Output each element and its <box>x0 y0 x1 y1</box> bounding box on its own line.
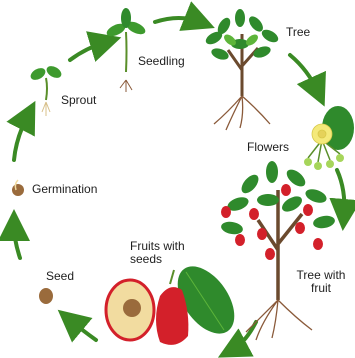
label-fruits-with-seeds: Fruits with seeds <box>130 240 210 266</box>
arrow-seed-to-germination <box>14 225 20 258</box>
sprout-illustration <box>29 64 64 116</box>
fruits-with-seeds-illustration <box>106 256 246 345</box>
arrow-seedling-to-tree <box>155 18 200 22</box>
flowers-illustration <box>304 106 354 170</box>
arrow-tree-to-flowers <box>290 55 318 92</box>
label-tree: Tree <box>286 26 310 39</box>
label-germination: Germination <box>32 183 97 196</box>
label-flowers: Flowers <box>247 141 289 154</box>
fruit-tree-illustration <box>220 161 336 340</box>
label-seedling: Seedling <box>138 55 185 68</box>
arrow-flowers-to-fruit <box>337 170 344 215</box>
arrow-fruitseeds-to-seed <box>70 320 96 340</box>
label-tree-with-fruit: Tree with fruit <box>290 269 352 295</box>
germination-illustration <box>12 180 24 196</box>
label-sprout: Sprout <box>61 94 96 107</box>
arrow-sprout-to-seedling <box>70 42 106 60</box>
arrow-germination-to-sprout <box>14 115 28 160</box>
label-seed: Seed <box>46 270 74 283</box>
seedling-illustration <box>105 8 147 92</box>
tree-illustration <box>204 9 281 130</box>
seed-illustration <box>39 288 53 304</box>
